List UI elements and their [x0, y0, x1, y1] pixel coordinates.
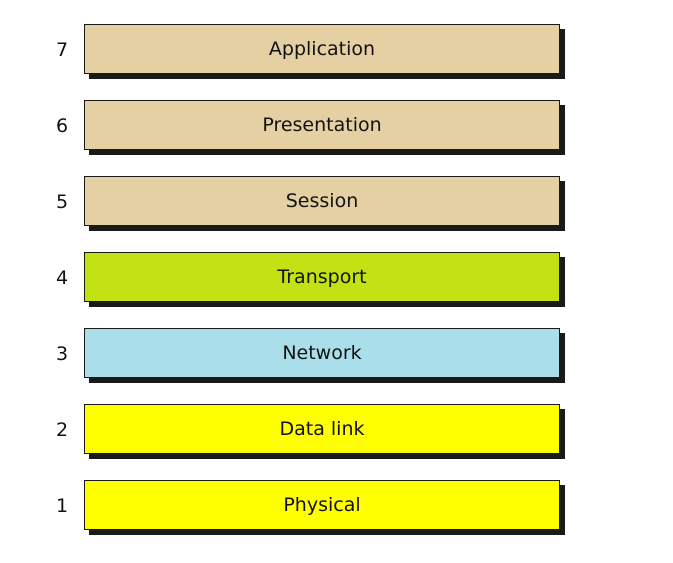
layer-label: Network [282, 342, 362, 364]
layer-number: 7 [56, 39, 69, 61]
layer-row-session: 5 Session [0, 176, 673, 228]
layer-number: 1 [56, 495, 69, 517]
layer-label: Presentation [262, 114, 382, 136]
layer-number: 2 [56, 419, 69, 441]
layer-label: Data link [279, 418, 365, 440]
layer-number: 4 [56, 267, 69, 289]
layer-box-presentation: Presentation [84, 100, 560, 150]
layer-label: Transport [277, 266, 367, 288]
layer-box-transport: Transport [84, 252, 560, 302]
layer-number: 6 [56, 115, 69, 137]
layer-number: 5 [56, 191, 69, 213]
layer-box-application: Application [84, 24, 560, 74]
layer-label: Session [285, 190, 359, 212]
layer-label: Application [268, 38, 376, 60]
layer-row-data-link: 2 Data link [0, 404, 673, 456]
layer-row-presentation: 6 Presentation [0, 100, 673, 152]
layer-box-physical: Physical [84, 480, 560, 530]
layer-row-transport: 4 Transport [0, 252, 673, 304]
layer-box-data-link: Data link [84, 404, 560, 454]
layer-row-physical: 1 Physical [0, 480, 673, 532]
layer-row-application: 7 Application [0, 24, 673, 76]
layer-number: 3 [56, 343, 69, 365]
layer-box-session: Session [84, 176, 560, 226]
layer-row-network: 3 Network [0, 328, 673, 380]
layer-label: Physical [283, 494, 361, 516]
layer-box-network: Network [84, 328, 560, 378]
